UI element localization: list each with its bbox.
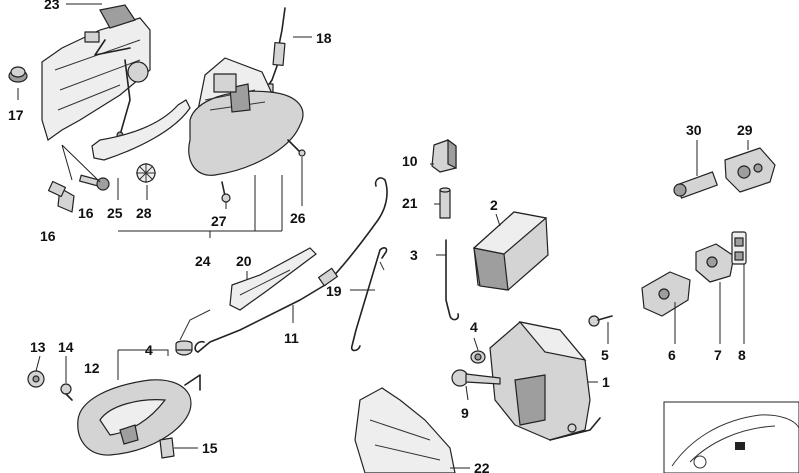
callout-9: 9 xyxy=(461,405,469,421)
rod-3 xyxy=(445,239,460,321)
callout-7: 7 xyxy=(714,347,722,363)
callout-labels: 23 17 18 16 16 25 28 27 26 24 20 11 19 1… xyxy=(8,0,753,473)
striker-7 xyxy=(695,243,735,283)
seal-25 xyxy=(91,99,191,161)
callout-30: 30 xyxy=(686,122,702,138)
callout-24: 24 xyxy=(195,253,211,269)
screw-27 xyxy=(221,181,231,203)
lock-housing-29 xyxy=(724,147,776,193)
outer-door-handle xyxy=(188,57,304,176)
callout-25: 25 xyxy=(107,205,123,221)
clip-28 xyxy=(136,163,156,183)
bowden-cable-18 xyxy=(262,7,286,93)
lock-cylinder-30 xyxy=(673,171,718,199)
callout-16a: 16 xyxy=(40,228,56,244)
callout-10: 10 xyxy=(402,153,418,169)
callout-1: 1 xyxy=(602,374,610,390)
callout-29: 29 xyxy=(737,122,753,138)
callout-16b: 16 xyxy=(78,205,94,221)
cap-13 xyxy=(27,370,45,388)
callout-19: 19 xyxy=(326,283,342,299)
vehicle-thumbnail xyxy=(663,401,799,473)
callout-21: 21 xyxy=(402,195,418,211)
lock-cover-22 xyxy=(354,387,456,473)
clip-15 xyxy=(159,437,175,459)
door-handle-carrier xyxy=(41,4,151,141)
leader-lines xyxy=(17,3,749,469)
callout-3: 3 xyxy=(410,247,418,263)
linkage-rod-11 xyxy=(194,177,388,353)
callout-14: 14 xyxy=(58,339,74,355)
callout-18: 18 xyxy=(316,30,332,46)
callout-22: 22 xyxy=(474,460,490,473)
callout-6: 6 xyxy=(668,347,676,363)
clip-21 xyxy=(439,187,451,219)
callout-8: 8 xyxy=(738,347,746,363)
shim-8 xyxy=(731,231,747,265)
screw-14 xyxy=(60,383,73,401)
callout-4a: 4 xyxy=(145,342,153,358)
bolt-9 xyxy=(451,369,501,387)
callout-11: 11 xyxy=(284,330,299,346)
cap-10 xyxy=(431,138,457,173)
grommet-17 xyxy=(8,66,28,83)
screw-5 xyxy=(588,315,613,327)
grommet-4a xyxy=(175,309,211,356)
callout-17: 17 xyxy=(8,107,24,123)
callout-20: 20 xyxy=(236,253,252,269)
callout-23: 23 xyxy=(44,0,60,12)
callout-13: 13 xyxy=(30,339,46,355)
callout-4b: 4 xyxy=(470,319,478,335)
rod-19 xyxy=(350,247,388,352)
striker-plate-6 xyxy=(641,271,691,317)
callout-12: 12 xyxy=(84,360,100,376)
grommet-4b xyxy=(470,350,486,364)
screw-26 xyxy=(287,139,306,157)
callout-2: 2 xyxy=(490,197,498,213)
callout-26: 26 xyxy=(290,210,306,226)
callout-5: 5 xyxy=(601,347,609,363)
callout-28: 28 xyxy=(136,205,152,221)
bolt-16a xyxy=(47,180,75,213)
bolt-16b xyxy=(78,174,110,191)
actuator-2 xyxy=(472,211,549,291)
inner-handle-12 xyxy=(77,374,201,456)
door-lock-1 xyxy=(489,321,601,441)
bracket-20 xyxy=(229,247,317,311)
callout-15: 15 xyxy=(202,440,218,456)
callout-27: 27 xyxy=(211,213,227,229)
